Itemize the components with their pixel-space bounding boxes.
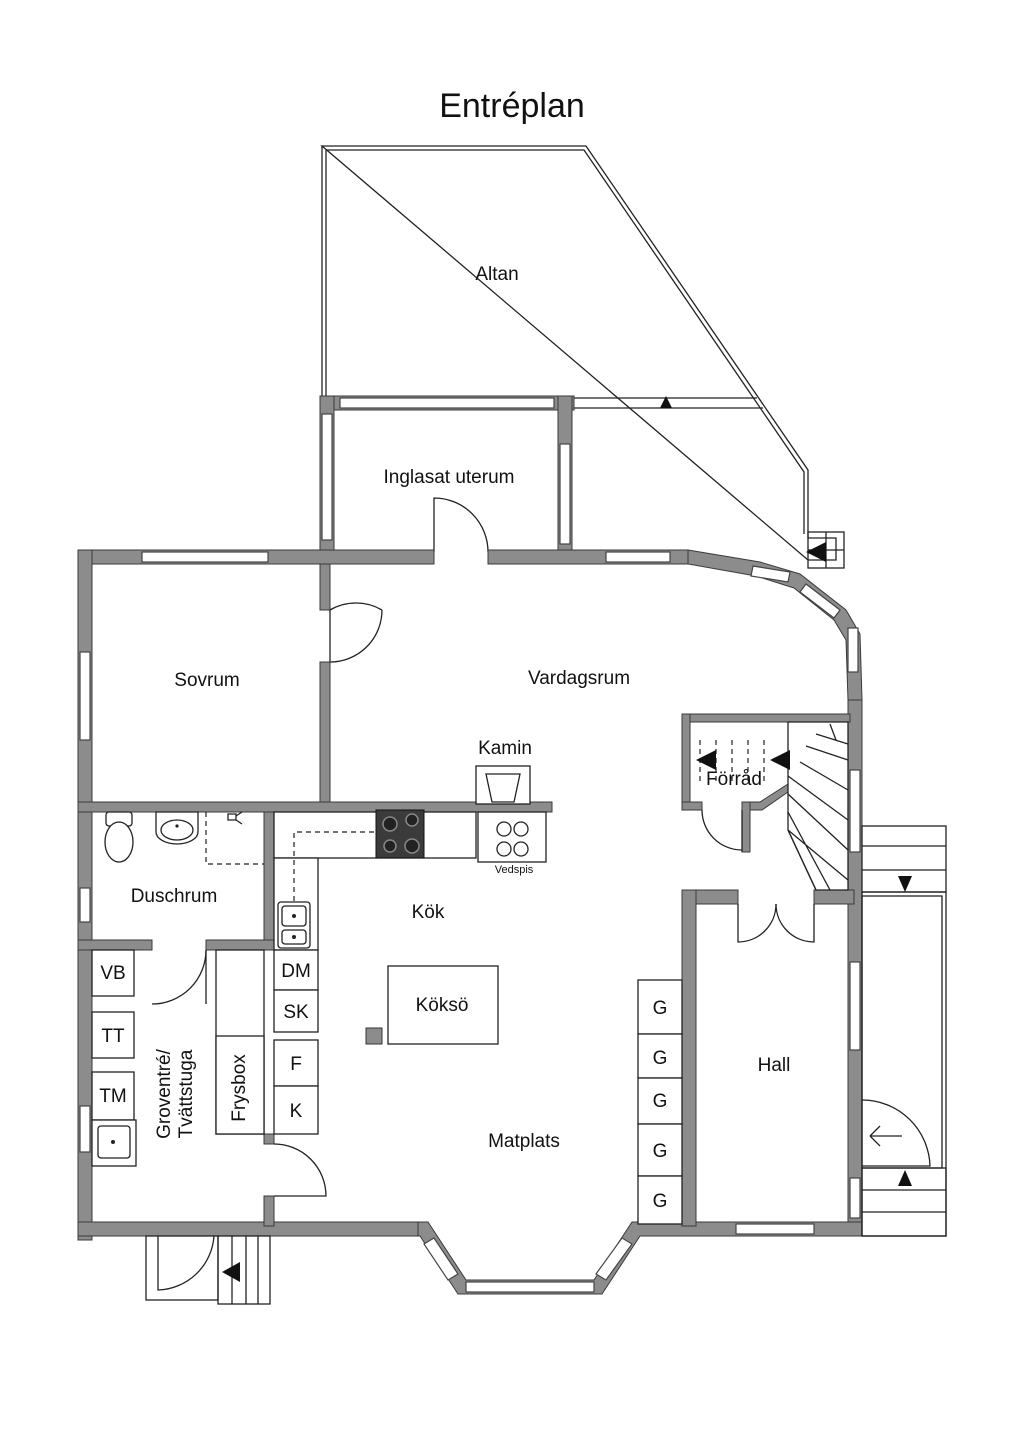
back-door[interactable] [145, 1235, 219, 1301]
exterior-walls [77, 549, 863, 1295]
wardrobe-label: G [653, 998, 668, 1019]
room-label-matplats: Matplats [488, 1131, 560, 1152]
front-steps [861, 825, 947, 1237]
room-label-groventre-2: Tvättstuga [176, 1049, 197, 1138]
wardrobe-label: G [653, 1048, 668, 1069]
uterum-door[interactable] [433, 497, 489, 553]
label-dm: DM [281, 961, 311, 982]
wardrobe-label: G [653, 1141, 668, 1162]
shower-icon [205, 811, 264, 865]
bathroom-fixtures [104, 811, 264, 865]
label-k: K [290, 1101, 303, 1122]
utility-sink-icon [91, 1119, 137, 1167]
stair-arrow-left [696, 750, 716, 770]
kitchen-island: Köksö [365, 965, 499, 1045]
wardrobe-label: G [653, 1091, 668, 1112]
uterum-walls [319, 395, 575, 553]
vedspis-label: Vedspis [495, 864, 534, 876]
label-f: F [290, 1054, 302, 1075]
appliance-column: DM SK F K [273, 949, 319, 1135]
room-label-uterum: Inglasat uterum [384, 467, 515, 488]
back-steps [217, 1235, 271, 1305]
staircase [696, 721, 849, 891]
label-frysbox: Frysbox [229, 1054, 250, 1122]
windows [79, 551, 861, 1293]
plan-title: Entréplan [439, 87, 585, 125]
duschrum-door[interactable] [151, 949, 207, 1005]
altan-deck [320, 145, 845, 569]
altan-steps-arrow [806, 542, 826, 562]
front-steps-arrow-up [898, 1170, 912, 1186]
label-tm: TM [99, 1086, 126, 1107]
room-label-hall: Hall [758, 1055, 791, 1076]
front-door[interactable] [861, 1099, 931, 1167]
toilet-icon [104, 811, 134, 863]
room-label-altan: Altan [475, 264, 518, 285]
altan-entry-arrow [660, 396, 672, 408]
room-label-groventre-1: Groventré/ [154, 1048, 175, 1138]
room-label-kok: Kök [412, 902, 445, 923]
interior-walls [77, 563, 855, 1227]
fireplace [475, 765, 531, 805]
label-sk: SK [283, 1002, 309, 1023]
label-vb: VB [100, 963, 125, 984]
room-label-vardagsrum: Vardagsrum [528, 668, 630, 689]
room-label-forrad: Förråd [706, 769, 762, 790]
front-steps-arrow-down [898, 876, 912, 892]
label-tt: TT [101, 1026, 125, 1047]
hall-double-door[interactable] [737, 903, 815, 943]
groventre-door[interactable] [273, 1143, 327, 1197]
kitchen-counters: Vedspis [273, 809, 547, 951]
wardrobe-label: G [653, 1191, 668, 1212]
room-label-koksö: Köksö [416, 995, 469, 1016]
room-label-sovrum: Sovrum [174, 670, 239, 691]
room-label-duschrum: Duschrum [131, 886, 218, 907]
room-label-kamin: Kamin [478, 738, 532, 759]
back-entry-arrow [222, 1262, 240, 1282]
wood-stove [477, 811, 547, 863]
kitchen-sink [277, 901, 311, 949]
wardrobes: G G G G G [637, 979, 683, 1225]
washbasin-icon [155, 811, 199, 845]
sovrum-door[interactable] [329, 602, 383, 663]
forrad-door[interactable] [701, 809, 743, 852]
laundry-area: VB TT TM Frysbox Groventré/ Tvättstuga [91, 949, 265, 1167]
stair-arrow-right [770, 750, 790, 770]
